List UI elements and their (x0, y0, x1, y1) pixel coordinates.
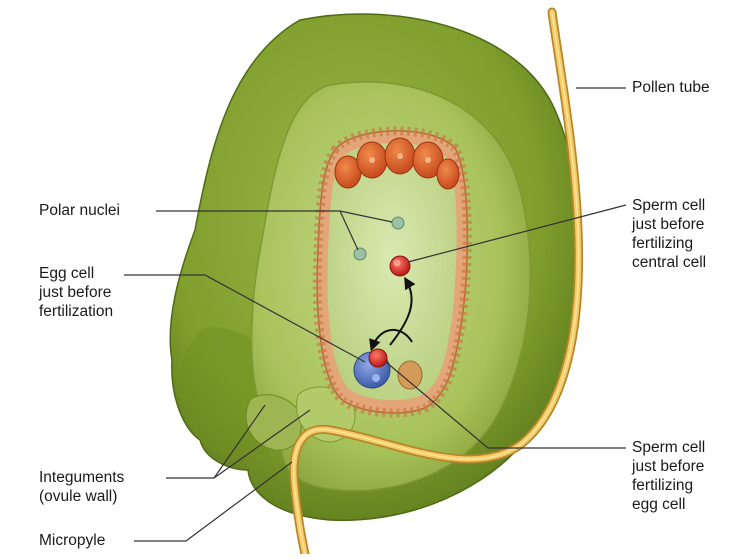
label-micropyle: Micropyle (39, 531, 105, 550)
label-sperm-central: Sperm cell just before fertilizing centr… (632, 196, 706, 272)
label-egg-cell: Egg cell just before fertilization (39, 264, 113, 321)
label-polar-nuclei: Polar nuclei (39, 201, 120, 220)
sperm-cell-central (390, 256, 410, 276)
label-sperm-egg: Sperm cell just before fertilizing egg c… (632, 438, 705, 514)
label-integuments: Integuments (ovule wall) (39, 468, 124, 506)
label-pollen-tube: Pollen tube (632, 78, 710, 97)
polar-nucleus-lower (354, 248, 366, 260)
sperm-cell-egg (369, 349, 387, 367)
polar-nucleus-upper (392, 217, 404, 229)
